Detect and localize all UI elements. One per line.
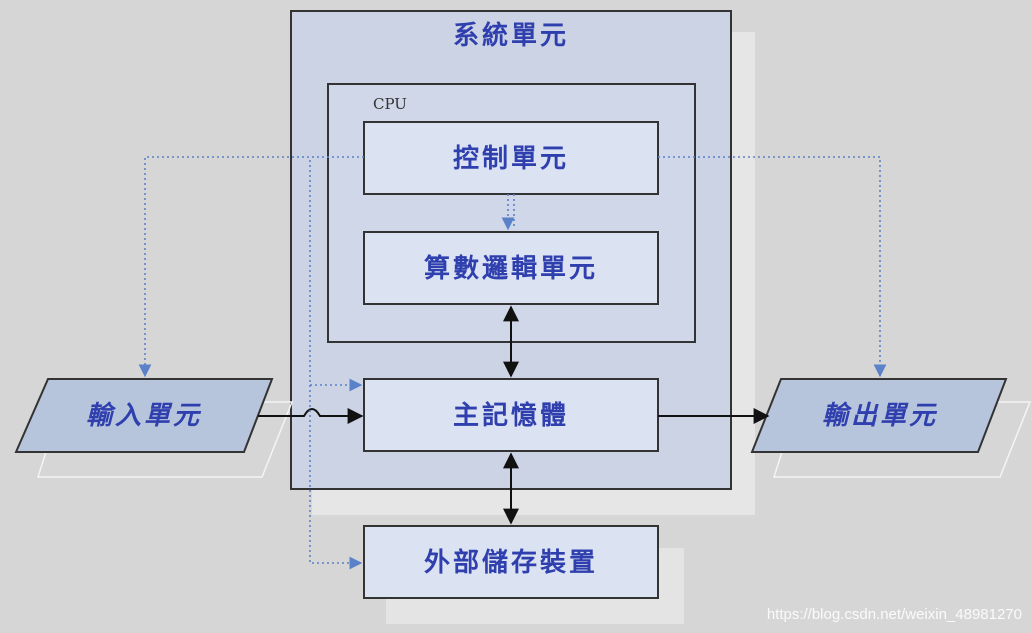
input-to-memory-arrow (258, 408, 364, 424)
output-unit-box (750, 378, 1008, 453)
input-unit-label: 輸入單元 (86, 401, 202, 431)
alu-box (363, 231, 659, 305)
control-to-storage-arrow (309, 385, 363, 570)
output-unit-label: 輸出單元 (822, 401, 938, 431)
system-unit-label: 系統單元 (453, 20, 569, 51)
control-to-output-arrow (658, 156, 887, 378)
alu-label: 算數邏輯單元 (424, 253, 598, 284)
cpu-label: CPU (373, 95, 407, 113)
control-to-input-arrow (138, 156, 364, 378)
control-unit-box (363, 121, 659, 195)
control-unit-label: 控制單元 (453, 144, 569, 174)
watermark: https://blog.csdn.net/weixin_48981270 (766, 606, 1022, 623)
main-memory-label: 主記憶體 (453, 400, 569, 431)
external-storage-box (363, 525, 659, 599)
main-memory-box (363, 378, 659, 452)
input-unit-box (14, 378, 274, 453)
external-storage-label: 外部儲存裝置 (424, 548, 598, 578)
